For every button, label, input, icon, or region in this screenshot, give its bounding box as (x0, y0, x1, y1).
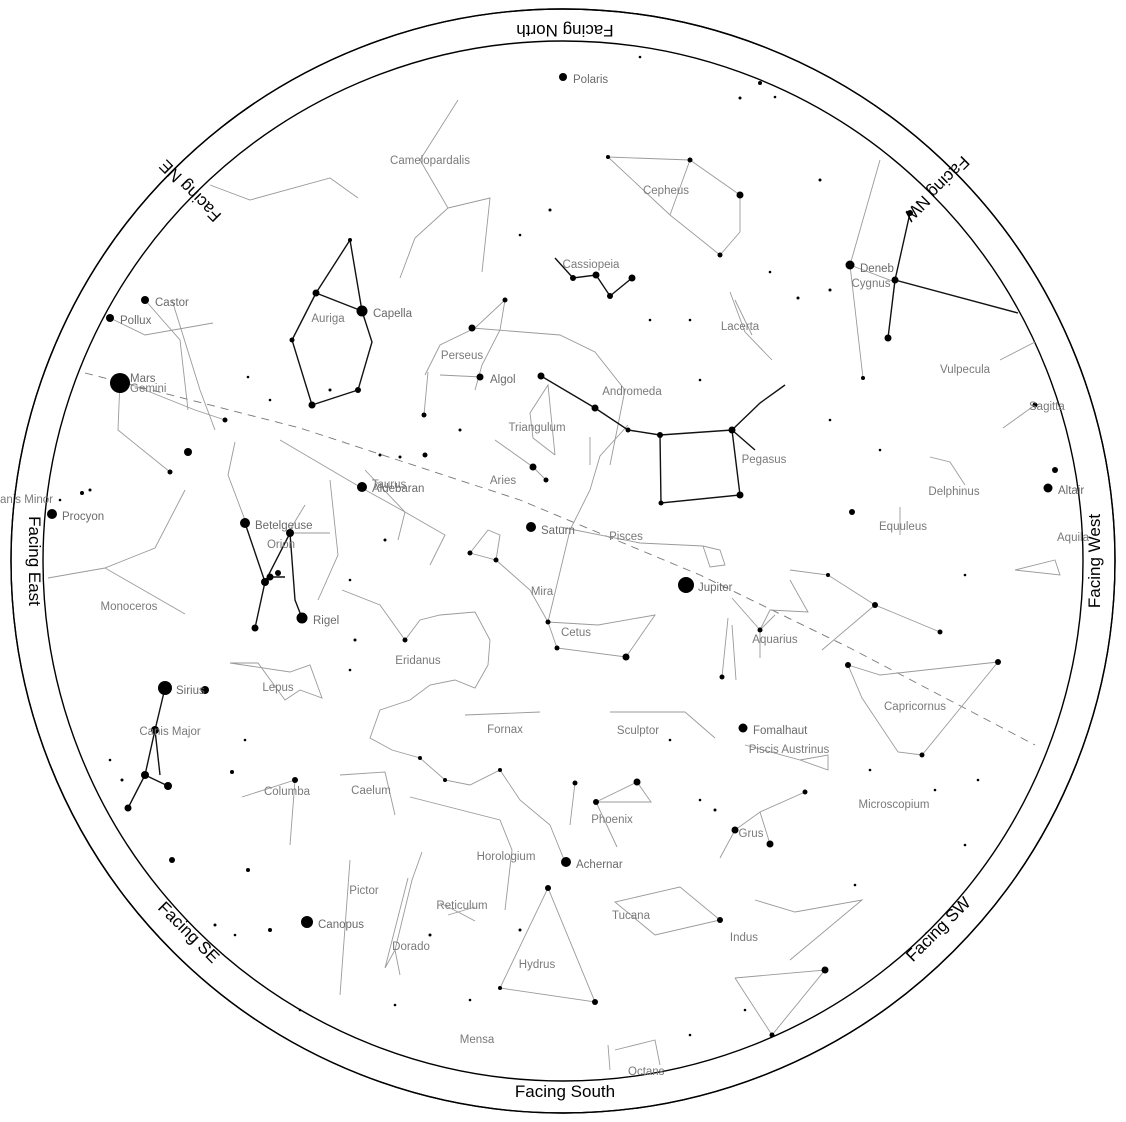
planets (110, 373, 694, 593)
horizon-inner-ring (42, 40, 1084, 1082)
label-mensa: Mensa (460, 1034, 495, 1046)
constellation-lines-extra (109, 299, 806, 863)
star-fomalhaut (738, 723, 748, 733)
star-deneb (845, 260, 855, 270)
label-eridanus: Eridanus (395, 655, 441, 667)
label-reticulum: Reticulum (436, 900, 487, 912)
label-canopus: Canopus (318, 919, 364, 931)
label-facing-south: Facing South (515, 1082, 615, 1101)
ecliptic-line (84, 372, 1036, 746)
label-lepus: Lepus (262, 682, 294, 694)
label-cepheus: Cepheus (643, 185, 689, 197)
label-pollux: Pollux (120, 315, 152, 327)
label-perseus: Perseus (441, 350, 483, 362)
label-cygnus: Cygnus (852, 278, 891, 290)
label-procyon: Procyon (62, 511, 104, 523)
label-taurus: Taurus (372, 479, 407, 491)
stars (47, 55, 1058, 1038)
label-piscis-austrinus: Piscis Austrinus (749, 744, 830, 756)
label-caelum: Caelum (351, 785, 391, 797)
label-aries: Aries (490, 475, 516, 487)
constellation-lines-bold (127, 212, 1019, 809)
label-triangulum: Triangulum (508, 422, 565, 434)
label-altair: Altair (1058, 485, 1084, 497)
star-algol (476, 373, 484, 381)
star-castor (141, 296, 149, 304)
label-capella: Capella (373, 308, 413, 320)
label-fornax: Fornax (487, 724, 523, 736)
label-andromeda: Andromeda (602, 386, 662, 398)
star-canopus (301, 916, 313, 928)
constellation-lines-faint (47, 99, 1061, 1071)
label-auriga: Auriga (311, 313, 345, 325)
label-facing-east: Facing East (25, 516, 44, 606)
label-facing-west: Facing West (1085, 514, 1104, 608)
star-altair (1043, 483, 1053, 493)
star-rigel (296, 612, 308, 624)
label-gemini: Gemini (130, 383, 166, 395)
label-horologium: Horologium (477, 851, 536, 863)
star-polaris (559, 73, 567, 81)
label-monoceros: Monoceros (101, 601, 158, 613)
star-labels: Polaris Deneb Capella Castor Pollux Algo… (62, 74, 1084, 931)
planet-labels: Mars Saturn Jupiter (130, 373, 733, 594)
label-hydrus: Hydrus (519, 959, 556, 971)
label-cassiopeia: Cassiopeia (563, 259, 620, 271)
label-mars: Mars (130, 373, 156, 385)
constellation-labels: Camelopardalis Cepheus Cassiopeia Lacert… (0, 155, 1090, 1078)
label-achernar: Achernar (576, 859, 623, 871)
label-castor: Castor (155, 297, 189, 309)
label-indus: Indus (730, 932, 758, 944)
label-fomalhaut: Fomalhaut (753, 725, 808, 737)
star-betelgeuse (240, 518, 250, 528)
label-dorado: Dorado (392, 941, 430, 953)
horizon-outer-ring-top (10, 8, 1116, 1114)
label-deneb: Deneb (860, 263, 894, 275)
label-mira: Mira (531, 586, 554, 598)
star-capella (356, 305, 368, 317)
label-sculptor: Sculptor (617, 725, 659, 737)
label-pegasus: Pegasus (742, 454, 787, 466)
label-grus: Grus (739, 828, 764, 840)
label-pictor: Pictor (349, 885, 379, 897)
label-capricornus: Capricornus (884, 701, 946, 713)
label-aquila: Aquila (1057, 532, 1090, 544)
star-aldebaran (357, 482, 367, 492)
label-vulpecula: Vulpecula (940, 364, 991, 376)
label-microscopium: Microscopium (859, 799, 930, 811)
label-rigel: Rigel (313, 615, 339, 627)
label-facing-north: Facing North (516, 21, 613, 40)
label-polaris: Polaris (573, 74, 608, 86)
label-delphinus: Delphinus (928, 486, 979, 498)
label-sirius: Sirius (176, 685, 205, 697)
label-phoenix: Phoenix (591, 814, 633, 826)
label-canis-minor: Canis Minor (0, 494, 53, 506)
label-lacerta: Lacerta (721, 321, 760, 333)
label-canis-major: Canis Major (139, 726, 201, 738)
star-sirius (158, 681, 172, 695)
label-saturn: Saturn (541, 525, 575, 537)
star-pollux (106, 314, 114, 322)
label-octans: Octans (628, 1066, 665, 1078)
planet-mars (110, 373, 130, 393)
star-achernar (561, 857, 571, 867)
label-camelopardalis: Camelopardalis (390, 155, 470, 167)
label-algol: Algol (490, 374, 516, 386)
label-aquarius: Aquarius (752, 634, 798, 646)
label-pisces: Pisces (609, 531, 643, 543)
label-cetus: Cetus (561, 627, 591, 639)
planet-jupiter (678, 577, 694, 593)
label-tucana: Tucana (612, 910, 651, 922)
label-orion: Orion (267, 539, 295, 551)
star-procyon (47, 509, 57, 519)
label-sagitta: Sagitta (1029, 401, 1065, 413)
label-aldebaran: Aldebaran (372, 483, 424, 495)
label-columba: Columba (264, 786, 311, 798)
label-equuleus: Equuleus (879, 521, 927, 533)
label-jupiter: Jupiter (698, 582, 733, 594)
label-betelgeuse: Betelgeuse (255, 520, 313, 532)
